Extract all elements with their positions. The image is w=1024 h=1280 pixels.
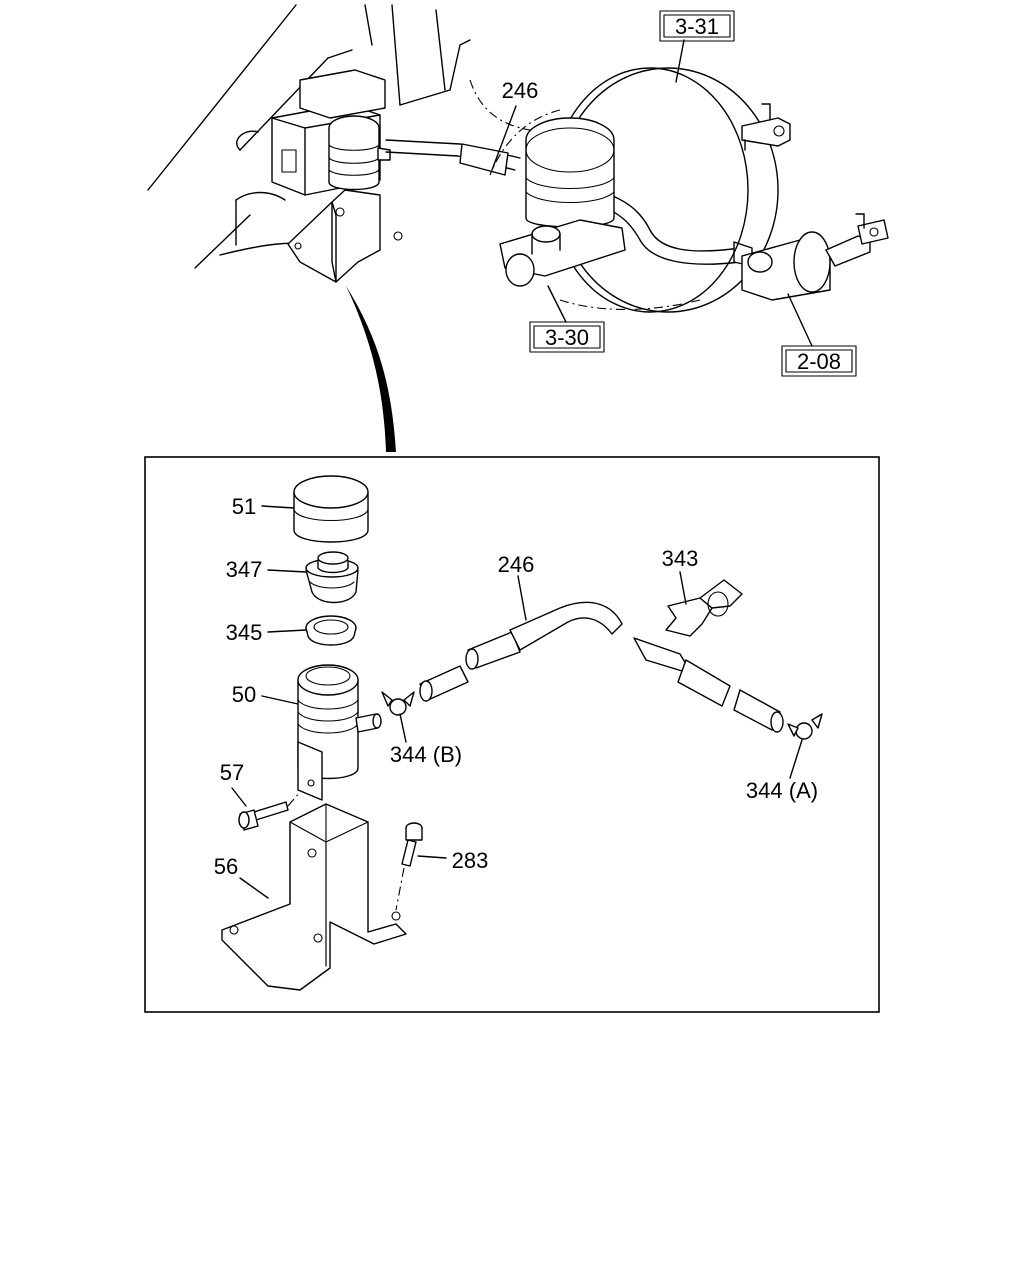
callout-246-upper: 246 <box>502 78 539 103</box>
reservoir-50 <box>297 664 382 801</box>
bolt-283 <box>395 822 423 911</box>
detail-frame <box>144 456 880 1013</box>
bracket-56 <box>221 803 407 991</box>
bolt-57 <box>238 791 301 831</box>
detail-pointer-arrow <box>346 286 396 452</box>
upper-assembly-view: 3-31 3-30 2-08 246 <box>147 4 889 377</box>
clamp-344-b <box>381 691 415 716</box>
callout-57: 57 <box>220 760 244 785</box>
callout-345: 345 <box>226 620 263 645</box>
reference-text: 3-30 <box>545 325 589 350</box>
cap-51 <box>293 475 369 543</box>
upper-reservoir <box>287 115 403 283</box>
reference-box-3-30[interactable]: 3-30 <box>529 321 605 353</box>
reference-box-3-31[interactable]: 3-31 <box>659 10 735 42</box>
callout-283: 283 <box>452 848 489 873</box>
seal-345 <box>305 615 357 646</box>
callout-246: 246 <box>498 552 535 577</box>
callout-343: 343 <box>662 546 699 571</box>
exploded-view: 51 347 345 50 57 56 283 246 343 344 (B) … <box>144 456 880 1013</box>
callout-50: 50 <box>232 682 256 707</box>
hose-246 <box>419 601 784 733</box>
clutch-master-cylinder <box>741 213 889 301</box>
clamp-344-a <box>787 713 823 740</box>
callout-347: 347 <box>226 557 263 582</box>
callout-56: 56 <box>214 854 238 879</box>
reference-text: 3-31 <box>675 14 719 39</box>
filter-347 <box>305 551 359 604</box>
callout-51: 51 <box>232 494 256 519</box>
reference-box-2-08[interactable]: 2-08 <box>781 345 857 377</box>
clip-343 <box>665 579 743 637</box>
master-cylinder <box>499 117 626 287</box>
reference-text: 2-08 <box>797 349 841 374</box>
callout-344-b: 344 (B) <box>390 742 462 767</box>
callout-344-a: 344 (A) <box>746 778 818 803</box>
